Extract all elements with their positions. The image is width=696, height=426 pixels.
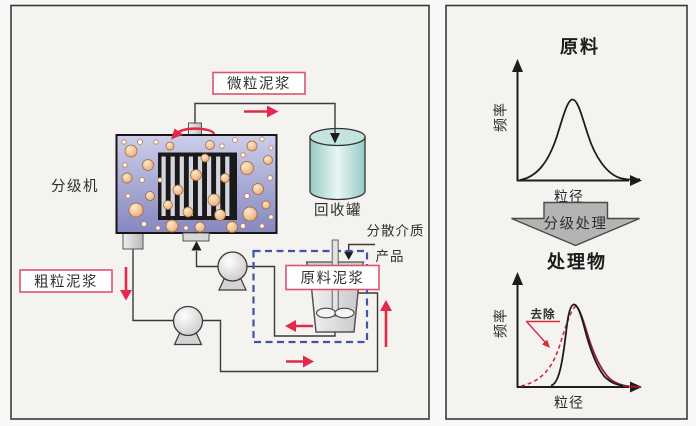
processed-y-axis-arrow-icon [512,272,523,285]
rotation-arrow-icon [171,127,216,140]
raw-bell-curve [519,98,641,181]
flow-arrow-right-top-icon [244,105,279,118]
tank-outlet-pipe [247,265,336,337]
classifier-label: 分级机 [51,178,99,195]
removed-pointer-arrow-icon [542,339,550,348]
arrow-into-classifier-icon [191,241,202,251]
slurry-particles [121,136,274,233]
removed-annotation: 去除 [526,307,560,348]
dispersion-medium-pipe [348,243,375,252]
product-label: 产品 [376,249,405,265]
treated-distribution-curve [550,303,624,387]
processed-xlabel: 粒径 [554,396,584,412]
classifier-machine [115,122,278,250]
arrow-into-recovery-tank-icon [330,133,340,144]
pump-lower [172,305,204,346]
processed-ylabel: 频率 [493,308,510,338]
recovery-tank-label: 回收罐 [314,202,362,219]
classifier-left-outlet [122,232,144,250]
feed-pipe [195,251,219,268]
removed-label: 去除 [531,307,556,321]
classifier-center-inlet [182,232,210,242]
stirrer-blade-right [334,307,355,319]
pipes [132,102,379,373]
arrow-into-mix-tank-icon [344,251,354,260]
flow-arrow-right-bottom-icon [286,355,314,368]
fine-slurry-box [212,71,306,95]
left-panel-labels: 微粒泥浆 粗粒泥浆 原料泥浆 分级机 回收罐 分散介质 产品 [19,71,425,293]
flow-arrow-up-icon [380,300,392,347]
fine-slurry-pipe [194,102,336,134]
process-arrow: 分级处理 [511,201,640,247]
raw-xlabel: 粒径 [554,190,584,206]
classifier-rotor-comb [158,152,237,220]
return-loop-pipe [202,292,379,373]
process-arrow-label: 分级处理 [544,216,608,233]
product-loop-dashed-box [252,249,369,344]
fine-slurry-label: 微粒泥浆 [227,75,291,93]
removed-pointer-line [526,321,546,343]
raw-ylabel: 频率 [493,102,510,132]
raw-slurry-box [285,264,380,291]
dispersion-medium-label: 分散介质 [367,224,425,240]
recovery-tank-cylinder [309,127,366,201]
flow-arrow-left-icon [285,320,313,332]
pump-upper [217,251,248,291]
raw-chart-title: 原料 [560,36,600,58]
processed-distribution-chart: 处理物 频率 粒径 去除 [493,251,642,412]
raw-distribution-chart: 原料 频率 粒径 [493,36,642,206]
coarse-drain-pipe [132,248,174,322]
stirrer-blade-left [315,307,337,319]
processed-chart-title: 处理物 [546,251,607,273]
removed-fines-dashed-curve [520,304,578,387]
flow-arrow-down-icon [120,267,132,301]
raw-y-axis-arrow-icon [512,59,523,72]
flow-arrows [120,105,392,368]
process-arrow-shape-icon [511,201,640,247]
coarse-slurry-label: 粗粒泥浆 [34,273,98,291]
coarse-slurry-box [19,269,113,293]
raw-slurry-label: 原料泥浆 [301,269,365,287]
